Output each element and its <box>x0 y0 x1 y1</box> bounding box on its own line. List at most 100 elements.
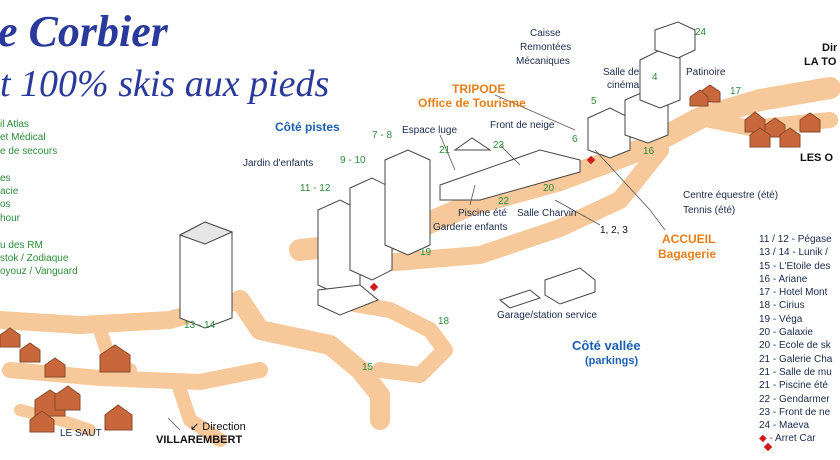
right-legend-item: ◆ - Arret Car <box>759 433 816 445</box>
espace-luge-label: Espace luge <box>402 125 458 136</box>
left-legend-item: u des RM <box>0 239 43 251</box>
caisse-line1: Caisse <box>530 28 561 39</box>
cinema-line2: cinéma <box>607 80 640 91</box>
left-legend-item: hour <box>0 212 21 224</box>
direction-right-label: Dir <box>822 42 838 54</box>
num-1-2-3: 1, 2, 3 <box>600 225 628 236</box>
lower-road <box>386 141 669 271</box>
map-subtitle: t 100% skis aux pieds <box>0 63 330 105</box>
left-legend-item: il Atlas <box>0 119 29 130</box>
garderie-label: Garderie enfants <box>433 222 508 233</box>
les-o-label: LES O <box>800 152 834 164</box>
office-tourisme-label: Office de Tourisme <box>418 96 526 110</box>
zone-cote-pistes: Côté pistes <box>275 120 340 134</box>
road-to-villarembert <box>230 290 390 430</box>
num-9-10: 9 - 10 <box>340 155 366 166</box>
jardin-enfants-label: Jardin d'enfants <box>243 158 314 169</box>
left-legend-item: stok / Zodiaque <box>0 253 69 265</box>
num-16: 16 <box>643 146 655 157</box>
right-legend-item: 20 - Ecole de sk <box>759 340 831 352</box>
left-legend-item <box>0 225 78 238</box>
num-19: 19 <box>420 247 432 258</box>
right-legend-item: 13 / 14 - Lunik / <box>759 247 828 259</box>
le-saut-label: LE SAUT <box>60 428 102 439</box>
leader-lines <box>167 94 666 431</box>
road-loop <box>322 292 453 383</box>
road-south <box>173 383 227 447</box>
num-22: 22 <box>498 196 510 207</box>
caisse-line3: Mécaniques <box>516 56 570 67</box>
num-11-12: 11 - 12 <box>300 183 331 194</box>
roads <box>0 77 840 447</box>
arrow-icon: ↙ <box>190 421 200 433</box>
zone-parkings: (parkings) <box>585 355 639 367</box>
building-15 <box>317 284 379 316</box>
road-le-saut <box>14 404 96 436</box>
left-legend-item <box>0 158 78 171</box>
num-21: 21 <box>439 145 451 156</box>
building-7-8 <box>384 149 431 256</box>
direction-right-dest: LA TO <box>804 56 837 68</box>
right-legend-item: 24 - Maeva <box>759 420 810 432</box>
buildings <box>178 21 696 329</box>
building-9-10 <box>349 177 393 281</box>
right-legend-item: 17 - Hotel Mont <box>759 287 828 299</box>
num-5: 5 <box>591 96 597 107</box>
right-legend-item: 21 - Galerie Cha <box>759 353 833 365</box>
right-legend-item: 22 - Gendarmer <box>759 393 830 405</box>
garage-label: Garage/station service <box>497 310 598 321</box>
left-legend-item: es <box>0 172 11 184</box>
accueil-label: ACCUEIL <box>662 232 716 246</box>
building-24 <box>654 21 696 59</box>
patinoire-label: Patinoire <box>686 67 726 78</box>
villarembert-label: VILLAREMBERT <box>156 434 243 446</box>
num-18: 18 <box>438 316 450 327</box>
caisse-line2: Remontées <box>520 42 572 53</box>
centre-equestre-label: Centre équestre (été) <box>683 190 779 201</box>
direction-word: Direction <box>202 421 246 433</box>
num-13-14: 13 - 14 <box>184 320 216 331</box>
num-15: 15 <box>362 362 374 373</box>
building-garage <box>498 289 542 309</box>
num-6: 6 <box>572 134 578 145</box>
right-legend-item: 15 - L'Etoile des <box>759 260 831 272</box>
right-legend-item: 23 - Front de ne <box>759 406 831 418</box>
num-20: 20 <box>543 183 555 194</box>
left-legend-item: os <box>0 199 11 211</box>
zone-cote-vallee: Côté vallée <box>572 338 641 353</box>
right-legend-item: 21 - Salle de mu <box>759 366 832 378</box>
num-4: 4 <box>652 72 658 83</box>
cinema-line1: Salle de <box>603 67 640 78</box>
right-legend: 11 / 12 - Pégase 13 / 14 - Lunik /15 - L'… <box>759 233 832 446</box>
tripode-label: TRIPODE <box>452 82 506 96</box>
left-legend-item: et Médical <box>0 132 46 144</box>
right-legend-item: 19 - Véga <box>759 313 803 325</box>
front-neige-label: Front de neige <box>490 120 555 131</box>
right-legend-item: 21 - Piscine été <box>759 380 828 392</box>
num-17: 17 <box>730 86 742 97</box>
right-legend-item: 11 / 12 - Pégase <box>759 234 832 245</box>
right-legend-item: 16 - Ariane <box>759 273 808 285</box>
dome-front-de-neige <box>453 137 492 151</box>
building-5 <box>587 107 631 159</box>
salle-charvin-label: Salle Charvin <box>517 208 577 219</box>
chalets <box>0 84 821 433</box>
left-legend-item: acie <box>0 186 19 198</box>
map-title: e Corbier <box>0 7 168 56</box>
tennis-label: Tennis (été) <box>683 205 736 216</box>
direction-villarembert-label: ↙ Direction <box>190 420 246 433</box>
building-4 <box>639 49 681 109</box>
building-tripode <box>439 149 581 201</box>
arret-car-icon: ◆ - <box>759 433 776 445</box>
num-7-8: 7 - 8 <box>372 130 393 141</box>
bagagerie-label: Bagagerie <box>658 247 717 261</box>
building-garage-2 <box>544 267 596 305</box>
right-legend-item: 20 - Galaxie <box>759 327 813 339</box>
right-legend-item: 18 - Cirius <box>759 300 805 312</box>
num-23: 23 <box>493 140 505 151</box>
num-24: 24 <box>695 27 707 38</box>
left-legend-item: oyouz / Vanguard <box>0 266 78 278</box>
left-legend-item: e de secours <box>0 145 58 157</box>
